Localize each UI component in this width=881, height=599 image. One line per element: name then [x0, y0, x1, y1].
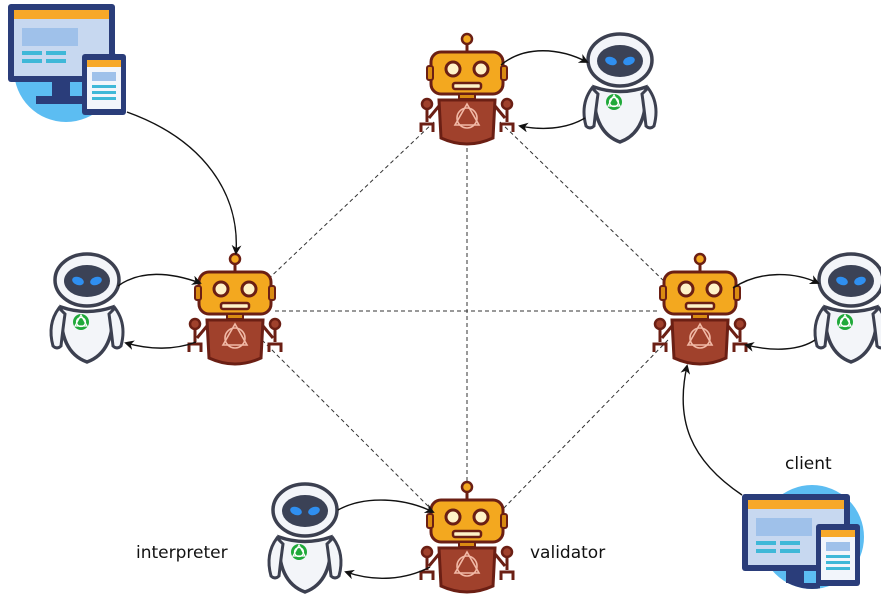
robot-icon-left: [187, 252, 283, 366]
interpreter-label: interpreter: [136, 543, 228, 563]
assistant-robot-icon-bottom: [267, 482, 343, 594]
assistant-robot-icon-right: [813, 252, 881, 364]
mesh-edges: [261, 121, 669, 513]
arrow-right-assistant-to-robot: [744, 339, 816, 352]
edge-top-right: [499, 121, 669, 286]
validator-label: validator: [530, 543, 606, 563]
assistant-robot-icon-left: [49, 252, 125, 364]
arrow-bottom-robot-to-assistant: [344, 566, 431, 580]
arrow-client-to-right-robot: [680, 364, 743, 496]
assistant-robot-icon-top: [582, 32, 658, 144]
arrow-right-robot-to-assistant: [732, 273, 820, 289]
robot-icon-right: [652, 252, 748, 366]
edge-top-left: [261, 121, 435, 286]
robot-icon-top: [419, 32, 515, 146]
arrow-left-robot-to-assistant: [124, 340, 197, 350]
robot-icon-bottom: [419, 480, 515, 594]
arrow-bottom-assistant-to-robot: [337, 499, 435, 513]
arrow-client-to-left-robot: [126, 111, 242, 255]
arrows: [117, 50, 820, 580]
client-computer-icon-top-left: [8, 4, 126, 122]
client-label: client: [785, 454, 832, 474]
edge-right-bottom: [499, 339, 669, 513]
client-computer-icon-bottom-right: [742, 485, 864, 589]
arrow-top-assistant-to-robot: [518, 117, 586, 133]
edge-left-bottom: [261, 339, 435, 513]
arrow-top-robot-to-assistant: [500, 50, 589, 66]
arrow-left-assistant-to-robot: [117, 273, 202, 287]
